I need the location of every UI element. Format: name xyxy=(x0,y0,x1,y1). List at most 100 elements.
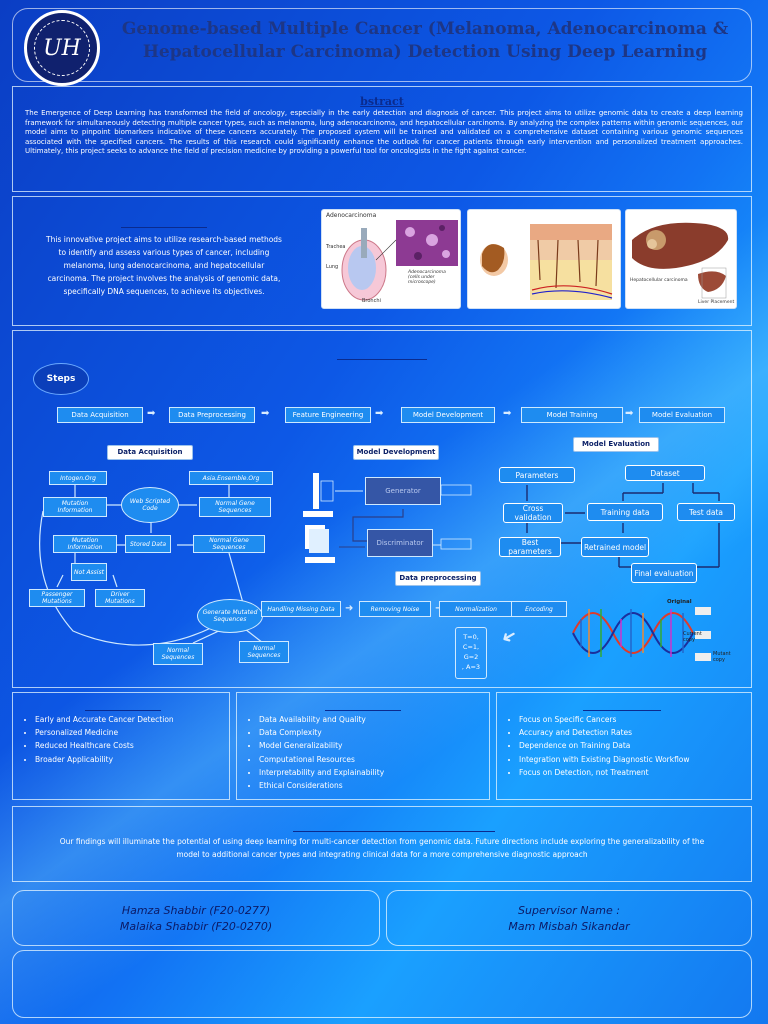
arrow-icon: ➡ xyxy=(375,408,384,419)
pipeline-feature-engineering: Feature Engineering xyxy=(285,407,371,423)
node-mutation-information: Mutation Information xyxy=(43,497,107,517)
list-item: Accuracy and Detection Rates xyxy=(519,726,690,739)
label-hcc: Hepatocellular carcinoma xyxy=(630,278,688,283)
dna-mutation-illustration xyxy=(572,607,711,661)
university-logo: UH xyxy=(24,10,100,86)
limitations-panel: Focus on Specific Cancers Accuracy and D… xyxy=(496,692,752,800)
list-item: Dependence on Training Data xyxy=(519,739,690,752)
intro-body: This innovative project aims to utilize … xyxy=(46,235,282,296)
students-box: Hamza Shabbir (F20-0277) Malaika Shabbir… xyxy=(12,890,380,946)
node-generate-mutated-sequences: Generate Mutated Sequences xyxy=(197,599,263,633)
adenocarcinoma-title: Adenocarcinoma xyxy=(326,212,377,219)
node-asia-ensemble: Asia.Ensemble.Org xyxy=(189,471,273,485)
eval-dataset: Dataset xyxy=(625,465,705,481)
challenges-list: Data Availability and Quality Data Compl… xyxy=(237,713,384,792)
list-item: Interpretability and Explainability xyxy=(259,766,384,779)
supervisor-name: Mam Misbah Sikandar xyxy=(508,920,630,933)
list-item: Model Generalizability xyxy=(259,739,384,752)
label-lung: Lung xyxy=(326,264,339,270)
list-item: Broader Applicability xyxy=(35,753,174,766)
advantages-list: Early and Accurate Cancer Detection Pers… xyxy=(13,713,174,766)
poster-title: Genome-based Multiple Cancer (Melanoma, … xyxy=(121,19,729,62)
conclusion-heading-line xyxy=(293,831,495,832)
label-trachea: Trachea xyxy=(326,244,346,250)
encoding-g: G=2 xyxy=(463,653,479,661)
list-item: Focus on Detection, not Treatment xyxy=(519,766,690,779)
limitations-list: Focus on Specific Cancers Accuracy and D… xyxy=(497,713,690,779)
list-item: Reduced Healthcare Costs xyxy=(35,739,174,752)
list-item: Personalized Medicine xyxy=(35,726,174,739)
pipeline-model-development: Model Development xyxy=(401,407,495,423)
limitations-heading-line xyxy=(583,710,661,711)
dna-label-mutant: Mutant copy xyxy=(713,651,731,663)
adenocarcinoma-illustration: Adenocarcinoma Trachea Lung Bronchi Aden… xyxy=(321,209,461,309)
generator-block: Generator xyxy=(365,477,441,505)
list-item: Data Complexity xyxy=(259,726,384,739)
node-normal-sequences-2: Normal Sequences xyxy=(239,641,289,663)
discriminator-block: Discriminator xyxy=(367,529,433,557)
arrow-icon: ➜ xyxy=(345,603,354,614)
list-item: Early and Accurate Cancer Detection xyxy=(35,713,174,726)
pipeline-data-preprocessing: Data Preprocessing xyxy=(169,407,255,423)
abstract-heading: bstract xyxy=(360,95,404,108)
arrow-icon: ➡ xyxy=(503,408,512,419)
eval-cross-validation: Cross validation xyxy=(503,503,563,523)
melanoma-skin-illustration xyxy=(467,209,621,309)
node-not-assist: Not Assist xyxy=(71,563,107,581)
list-item: Ethical Considerations xyxy=(259,779,384,792)
label-adeno-cells: Adenocarcinoma (cells under microscope) xyxy=(408,270,446,285)
gan-diagram xyxy=(303,473,472,563)
prep-handling-missing-data: Handling Missing Data xyxy=(261,601,341,617)
arrow-icon: ➜ xyxy=(497,623,521,650)
model-development-label: Model Development xyxy=(353,445,439,460)
advantages-panel: Early and Accurate Cancer Detection Pers… xyxy=(12,692,230,800)
pipeline-model-training: Model Training xyxy=(521,407,623,423)
eval-final-evaluation: Final evaluation xyxy=(631,563,697,583)
node-normal-gene-sequences: Normal Gene Sequences xyxy=(199,497,271,517)
liver-illustration: Hepatocellular carcinoma Liver Placement xyxy=(625,209,737,309)
header-panel xyxy=(12,8,752,82)
supervisor-label: Supervisor Name : xyxy=(518,904,620,917)
encoding-c: C=1, xyxy=(462,643,480,651)
label-bronchi: Bronchi xyxy=(362,298,381,304)
prep-removing-noise: Removing Noise xyxy=(359,601,431,617)
intro-heading-line xyxy=(121,227,207,228)
dna-label-current: Current copy xyxy=(683,631,702,643)
dna-label-original: Original xyxy=(667,599,692,605)
advantages-heading-line xyxy=(85,710,161,711)
methodology-panel: Steps Data Acquisition ➡ Data Preprocess… xyxy=(12,330,752,688)
node-mutation-information-2: Mutation Information xyxy=(53,535,117,553)
arrow-icon: ➡ xyxy=(625,408,634,419)
eval-test-data: Test data xyxy=(677,503,735,521)
node-intogen: Intogen.Org xyxy=(49,471,107,485)
label-liver-placement: Liver Placement xyxy=(698,300,735,305)
list-item: Integration with Existing Diagnostic Wor… xyxy=(519,753,690,766)
node-web-scripted-code: Web Scripted Code xyxy=(121,487,179,523)
encoding-a: , A=3 xyxy=(461,663,481,671)
footer-panel xyxy=(12,950,752,1018)
pipeline-data-acquisition: Data Acquisition xyxy=(57,407,143,423)
eval-parameters: Parameters xyxy=(499,467,575,483)
prep-encoding: Encoding xyxy=(511,601,567,617)
node-normal-gene-sequences-2: Normal Gene Sequences xyxy=(193,535,265,553)
list-item: Data Availability and Quality xyxy=(259,713,384,726)
arrow-icon: ➡ xyxy=(261,408,270,419)
logo-monogram: UH xyxy=(34,20,90,76)
node-stored-data: Stored Data xyxy=(125,535,171,553)
conclusion-panel: Our findings will illuminate the potenti… xyxy=(12,806,752,882)
eval-retrained-model: Retrained model xyxy=(581,537,649,557)
data-preprocessing-label: Data preprocessing xyxy=(395,571,481,586)
pipeline-model-evaluation: Model Evaluation xyxy=(639,407,725,423)
eval-best-parameters: Best parameters xyxy=(499,537,561,557)
abstract-body: The Emergence of Deep Learning has trans… xyxy=(25,109,743,156)
model-evaluation-label: Model Evaluation xyxy=(573,437,659,452)
student-1: Hamza Shabbir (F20-0277) xyxy=(121,904,271,917)
list-item: Computational Resources xyxy=(259,753,384,766)
conclusion-body: Our findings will illuminate the potenti… xyxy=(59,837,705,859)
steps-badge: Steps xyxy=(33,363,89,395)
student-2: Malaika Shabbir (F20-0270) xyxy=(119,920,273,933)
arrow-icon: ➡ xyxy=(147,408,156,419)
challenges-heading-line xyxy=(325,710,401,711)
prep-normalization: Normalization xyxy=(439,601,513,617)
